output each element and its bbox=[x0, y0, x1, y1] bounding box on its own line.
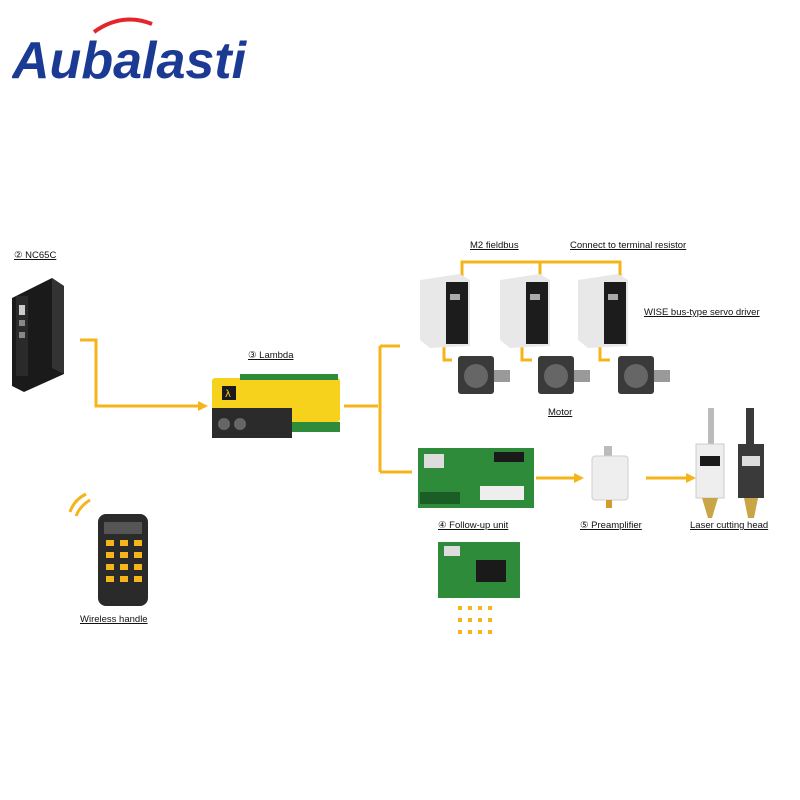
svg-text:λ: λ bbox=[225, 389, 231, 400]
motor-2 bbox=[538, 356, 590, 394]
nc65c-device bbox=[12, 278, 64, 392]
label-nc65c: ② NC65C bbox=[14, 250, 56, 261]
label-follow-up: ④ Follow-up unit bbox=[438, 520, 508, 531]
label-preamplifier: ⑤ Preamplifier bbox=[580, 520, 642, 531]
driver3-motor-line bbox=[600, 346, 610, 360]
preamplifier-device bbox=[592, 446, 628, 508]
servo-driver-2 bbox=[500, 274, 550, 348]
arrow-to-lambda bbox=[198, 401, 208, 411]
servo-driver-3 bbox=[578, 274, 628, 348]
label-laser-head: Laser cutting head bbox=[690, 520, 768, 531]
label-servo-driver: WISE bus-type servo driver bbox=[644, 307, 760, 318]
arrow-to-preamp bbox=[574, 473, 584, 483]
laser-cutting-head-2 bbox=[738, 408, 764, 518]
label-motor: Motor bbox=[548, 407, 572, 418]
label-wireless-handle: Wireless handle bbox=[80, 614, 148, 625]
wireless-handle-device bbox=[70, 494, 148, 606]
motor-3 bbox=[618, 356, 670, 394]
follow-up-board-2 bbox=[438, 542, 520, 634]
label-lambda: ③ Lambda bbox=[248, 350, 294, 361]
laser-cutting-head-1 bbox=[696, 408, 724, 518]
motor-1 bbox=[458, 356, 510, 394]
lambda-device: λ bbox=[212, 374, 340, 438]
arrow-to-head bbox=[686, 473, 696, 483]
label-terminal-resistor: Connect to terminal resistor bbox=[570, 240, 686, 251]
servo-driver-1 bbox=[420, 274, 470, 348]
nc65c-to-lambda-line bbox=[80, 340, 200, 406]
driver1-motor-line bbox=[444, 346, 452, 360]
driver2-motor-line bbox=[522, 346, 532, 360]
follow-up-unit bbox=[418, 448, 534, 508]
label-m2-fieldbus: M2 fieldbus bbox=[470, 240, 519, 251]
